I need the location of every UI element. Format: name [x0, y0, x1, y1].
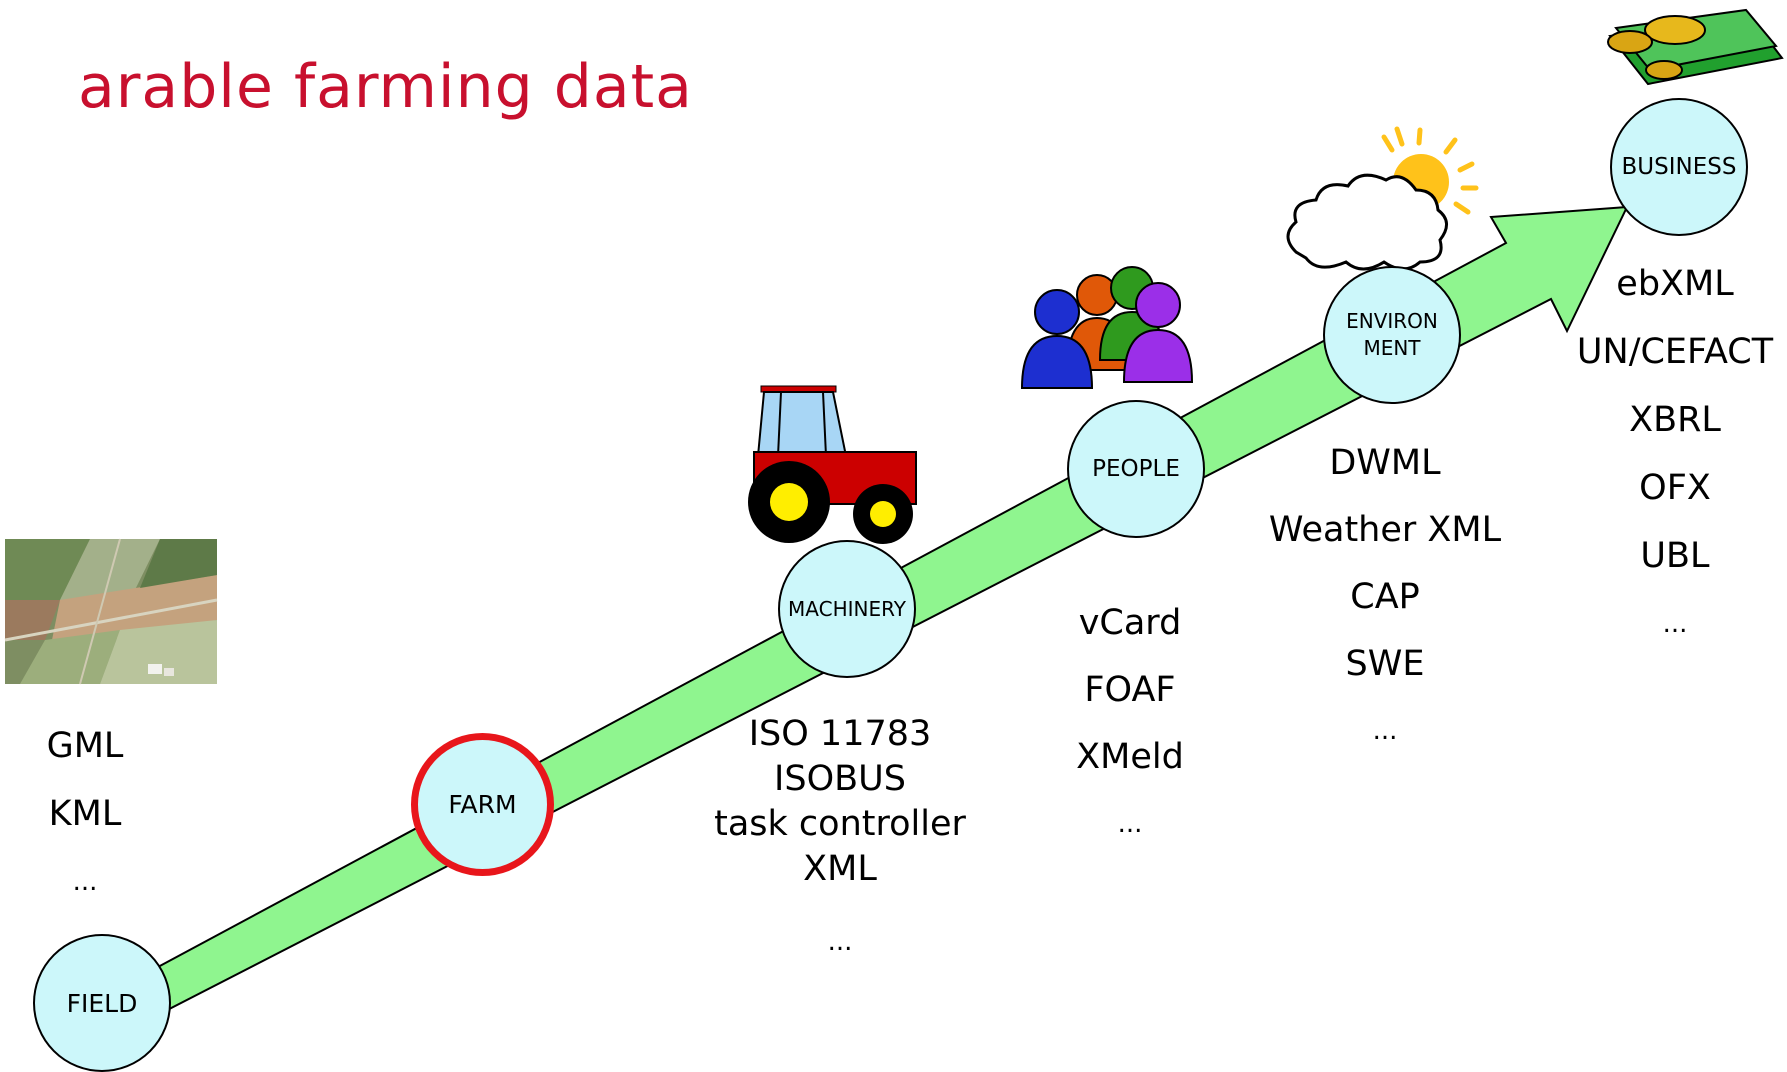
people-node: PEOPLE — [1067, 400, 1205, 538]
format-item: CAP — [1350, 577, 1420, 617]
format-item: SWE — [1345, 644, 1425, 684]
format-item: vCard — [1078, 603, 1182, 643]
aerial-field-photo — [4, 538, 218, 685]
format-item: FOAF — [1084, 670, 1176, 710]
people-node-label: PEOPLE — [1092, 456, 1180, 482]
page-title: arable farming data — [78, 52, 693, 122]
people-group-icon — [1020, 266, 1194, 389]
environment-node: ENVIRON MENT — [1323, 266, 1461, 404]
business-node-label: BUSINESS — [1621, 154, 1737, 180]
format-item: ... — [1117, 809, 1143, 839]
format-item: ebXML — [1616, 264, 1734, 304]
format-item: ISOBUS — [774, 759, 906, 799]
machinery-format-list: ISO 11783 ISOBUS task controller XML ... — [660, 712, 1020, 965]
weather-icon — [1286, 126, 1479, 271]
format-item: UN/CEFACT — [1576, 332, 1774, 372]
environment-format-list: DWML Weather XML CAP SWE ... — [1245, 430, 1525, 765]
field-node: FIELD — [33, 934, 171, 1072]
environment-node-label-line2: MENT — [1363, 336, 1421, 360]
format-item: Weather XML — [1268, 510, 1502, 550]
field-node-label: FIELD — [66, 988, 138, 1018]
format-item: XML — [803, 849, 877, 889]
machinery-node: MACHINERY — [778, 540, 916, 678]
format-item: ... — [72, 867, 98, 897]
format-item: XBRL — [1629, 400, 1721, 440]
format-item: task controller — [714, 804, 966, 844]
money-icon — [1607, 8, 1784, 86]
format-item: UBL — [1640, 536, 1710, 576]
farm-node-label: FARM — [448, 790, 517, 819]
business-node: BUSINESS — [1610, 98, 1748, 236]
machinery-node-label: MACHINERY — [788, 597, 906, 621]
tractor-icon — [748, 385, 917, 544]
format-item: XMeld — [1076, 737, 1184, 777]
format-item: ... — [1662, 609, 1688, 639]
business-format-list: ebXML UN/CEFACT XBRL OFX UBL ... — [1540, 250, 1787, 658]
format-item: ... — [827, 927, 853, 957]
format-item: OFX — [1639, 468, 1711, 508]
format-item: DWML — [1329, 443, 1441, 483]
field-format-list: GML KML ... — [0, 712, 170, 916]
people-format-list: vCard FOAF XMeld ... — [1030, 590, 1230, 858]
format-item: ISO 11783 — [748, 714, 932, 754]
format-item: ... — [1372, 716, 1398, 746]
format-item: GML — [46, 726, 124, 766]
farm-node: FARM — [411, 733, 554, 876]
format-item: KML — [48, 794, 122, 834]
environment-node-label-line1: ENVIRON — [1346, 309, 1438, 333]
